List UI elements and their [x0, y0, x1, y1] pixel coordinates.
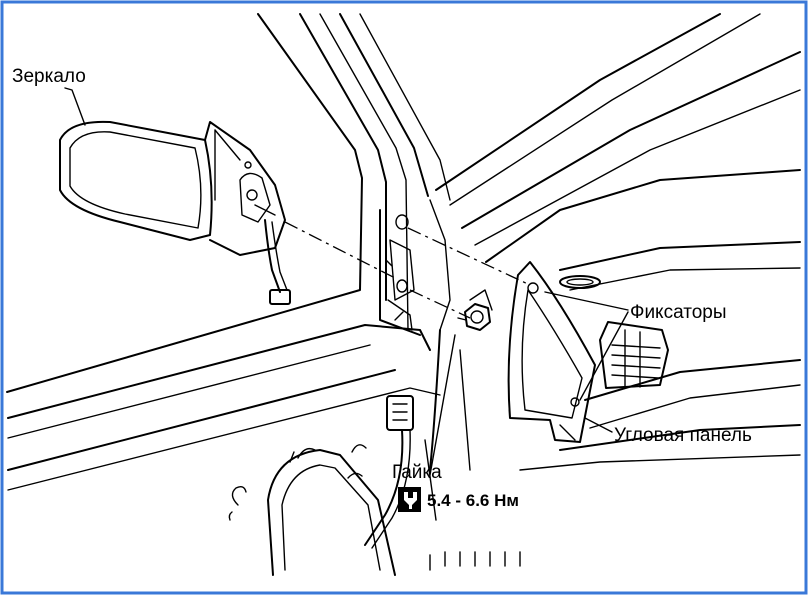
mirror-connector: [269, 289, 291, 305]
side-mirror: [59, 120, 291, 305]
torque-spec: 5.4 - 6.6 Нм: [427, 491, 519, 510]
dashboard: [519, 241, 801, 471]
door-connector: [386, 395, 414, 431]
label-nut: Гайка: [392, 462, 442, 483]
label-corner-panel: Угловая панель: [614, 425, 752, 446]
mirror-nut: [457, 303, 491, 331]
dash-speaker-grille: [559, 275, 601, 289]
a-pillar: [424, 13, 801, 521]
door-lower-panel: [228, 444, 396, 576]
floor-marks: [429, 551, 521, 571]
label-clips: Фиксаторы: [630, 302, 727, 323]
corner-panel-part: [507, 261, 596, 443]
leader-lines: [64, 87, 629, 476]
door-frame: [6, 13, 451, 491]
label-mirror: Зеркало: [12, 66, 86, 87]
wiring-harness: [364, 395, 414, 549]
alignment-lines: [284, 221, 531, 319]
air-vent: [599, 321, 669, 389]
torque-wrench-icon: [398, 487, 421, 512]
